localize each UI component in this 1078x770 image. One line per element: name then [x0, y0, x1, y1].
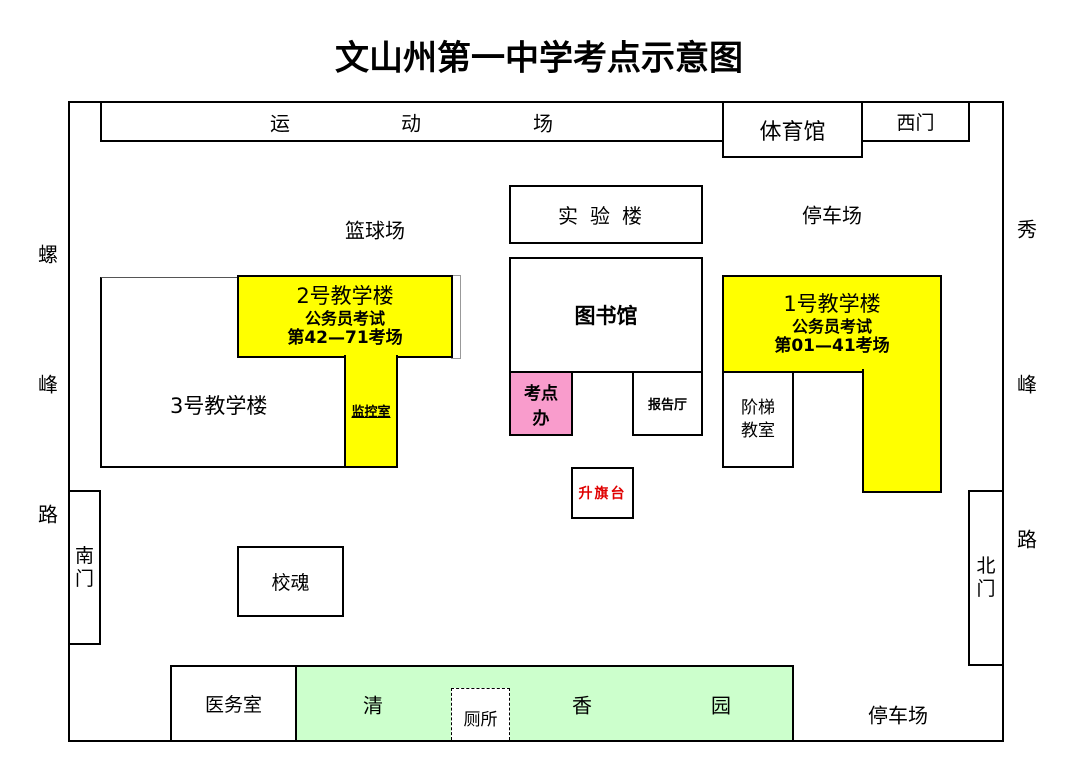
left-road-label: 螺	[38, 242, 58, 267]
building-3-label: 3号教学楼	[170, 394, 268, 418]
exam-office[interactable]: 考点办	[509, 371, 573, 436]
gym[interactable]: 体育馆	[722, 101, 863, 158]
parking-bottom: 停车场	[868, 703, 928, 728]
toilet[interactable]: 厕所	[451, 688, 510, 740]
monitor-room[interactable]: 监控室	[344, 355, 398, 468]
right-road-label: 秀	[1017, 217, 1037, 242]
north-gate[interactable]: 北门	[968, 490, 1004, 666]
right-road-label: 路	[1017, 527, 1037, 552]
left-road-label: 路	[38, 502, 58, 527]
sports-field-label: 动	[401, 111, 421, 136]
building-1[interactable]: 1号教学楼 公务员考试 第01—41考场	[722, 275, 942, 373]
sports-field-label: 场	[533, 111, 553, 136]
building-1-name: 1号教学楼	[783, 291, 881, 316]
building-1-rooms: 第01—41考场	[774, 335, 890, 356]
flag-platform[interactable]: 升旗台	[571, 467, 634, 519]
left-road-label: 峰	[38, 372, 58, 397]
library[interactable]: 图书馆	[509, 257, 703, 373]
building-2-rooms: 第42—71考场	[287, 328, 403, 349]
building-2-exam: 公务员考试	[304, 309, 385, 329]
building-1-wing	[862, 369, 942, 493]
building-2-edge	[451, 275, 461, 359]
right-road-label: 峰	[1017, 372, 1037, 397]
page-title: 文山州第一中学考点示意图	[335, 38, 743, 79]
building-2-name: 2号教学楼	[296, 284, 394, 309]
lab-building[interactable]: 实验楼	[509, 185, 703, 244]
garden-label: 香	[572, 693, 592, 718]
auditorium[interactable]: 报告厅	[632, 371, 703, 436]
garden[interactable]	[295, 665, 794, 742]
west-gate[interactable]: 西门	[861, 101, 970, 142]
sports-field[interactable]	[100, 101, 724, 142]
school-spirit[interactable]: 校魂	[237, 546, 344, 617]
building-2[interactable]: 2号教学楼 公务员考试 第42—71考场	[237, 275, 453, 358]
garden-label: 清	[363, 693, 383, 718]
clinic[interactable]: 医务室	[170, 665, 297, 742]
building-1-exam: 公务员考试	[791, 316, 872, 336]
garden-label: 园	[711, 693, 731, 718]
basketball-court: 篮球场	[345, 218, 405, 243]
parking-top: 停车场	[802, 203, 862, 228]
stem-join	[346, 354, 396, 358]
lecture-hall[interactable]: 阶梯教室	[722, 371, 794, 468]
sports-field-label: 运	[270, 111, 290, 136]
south-gate[interactable]: 南门	[68, 490, 101, 645]
